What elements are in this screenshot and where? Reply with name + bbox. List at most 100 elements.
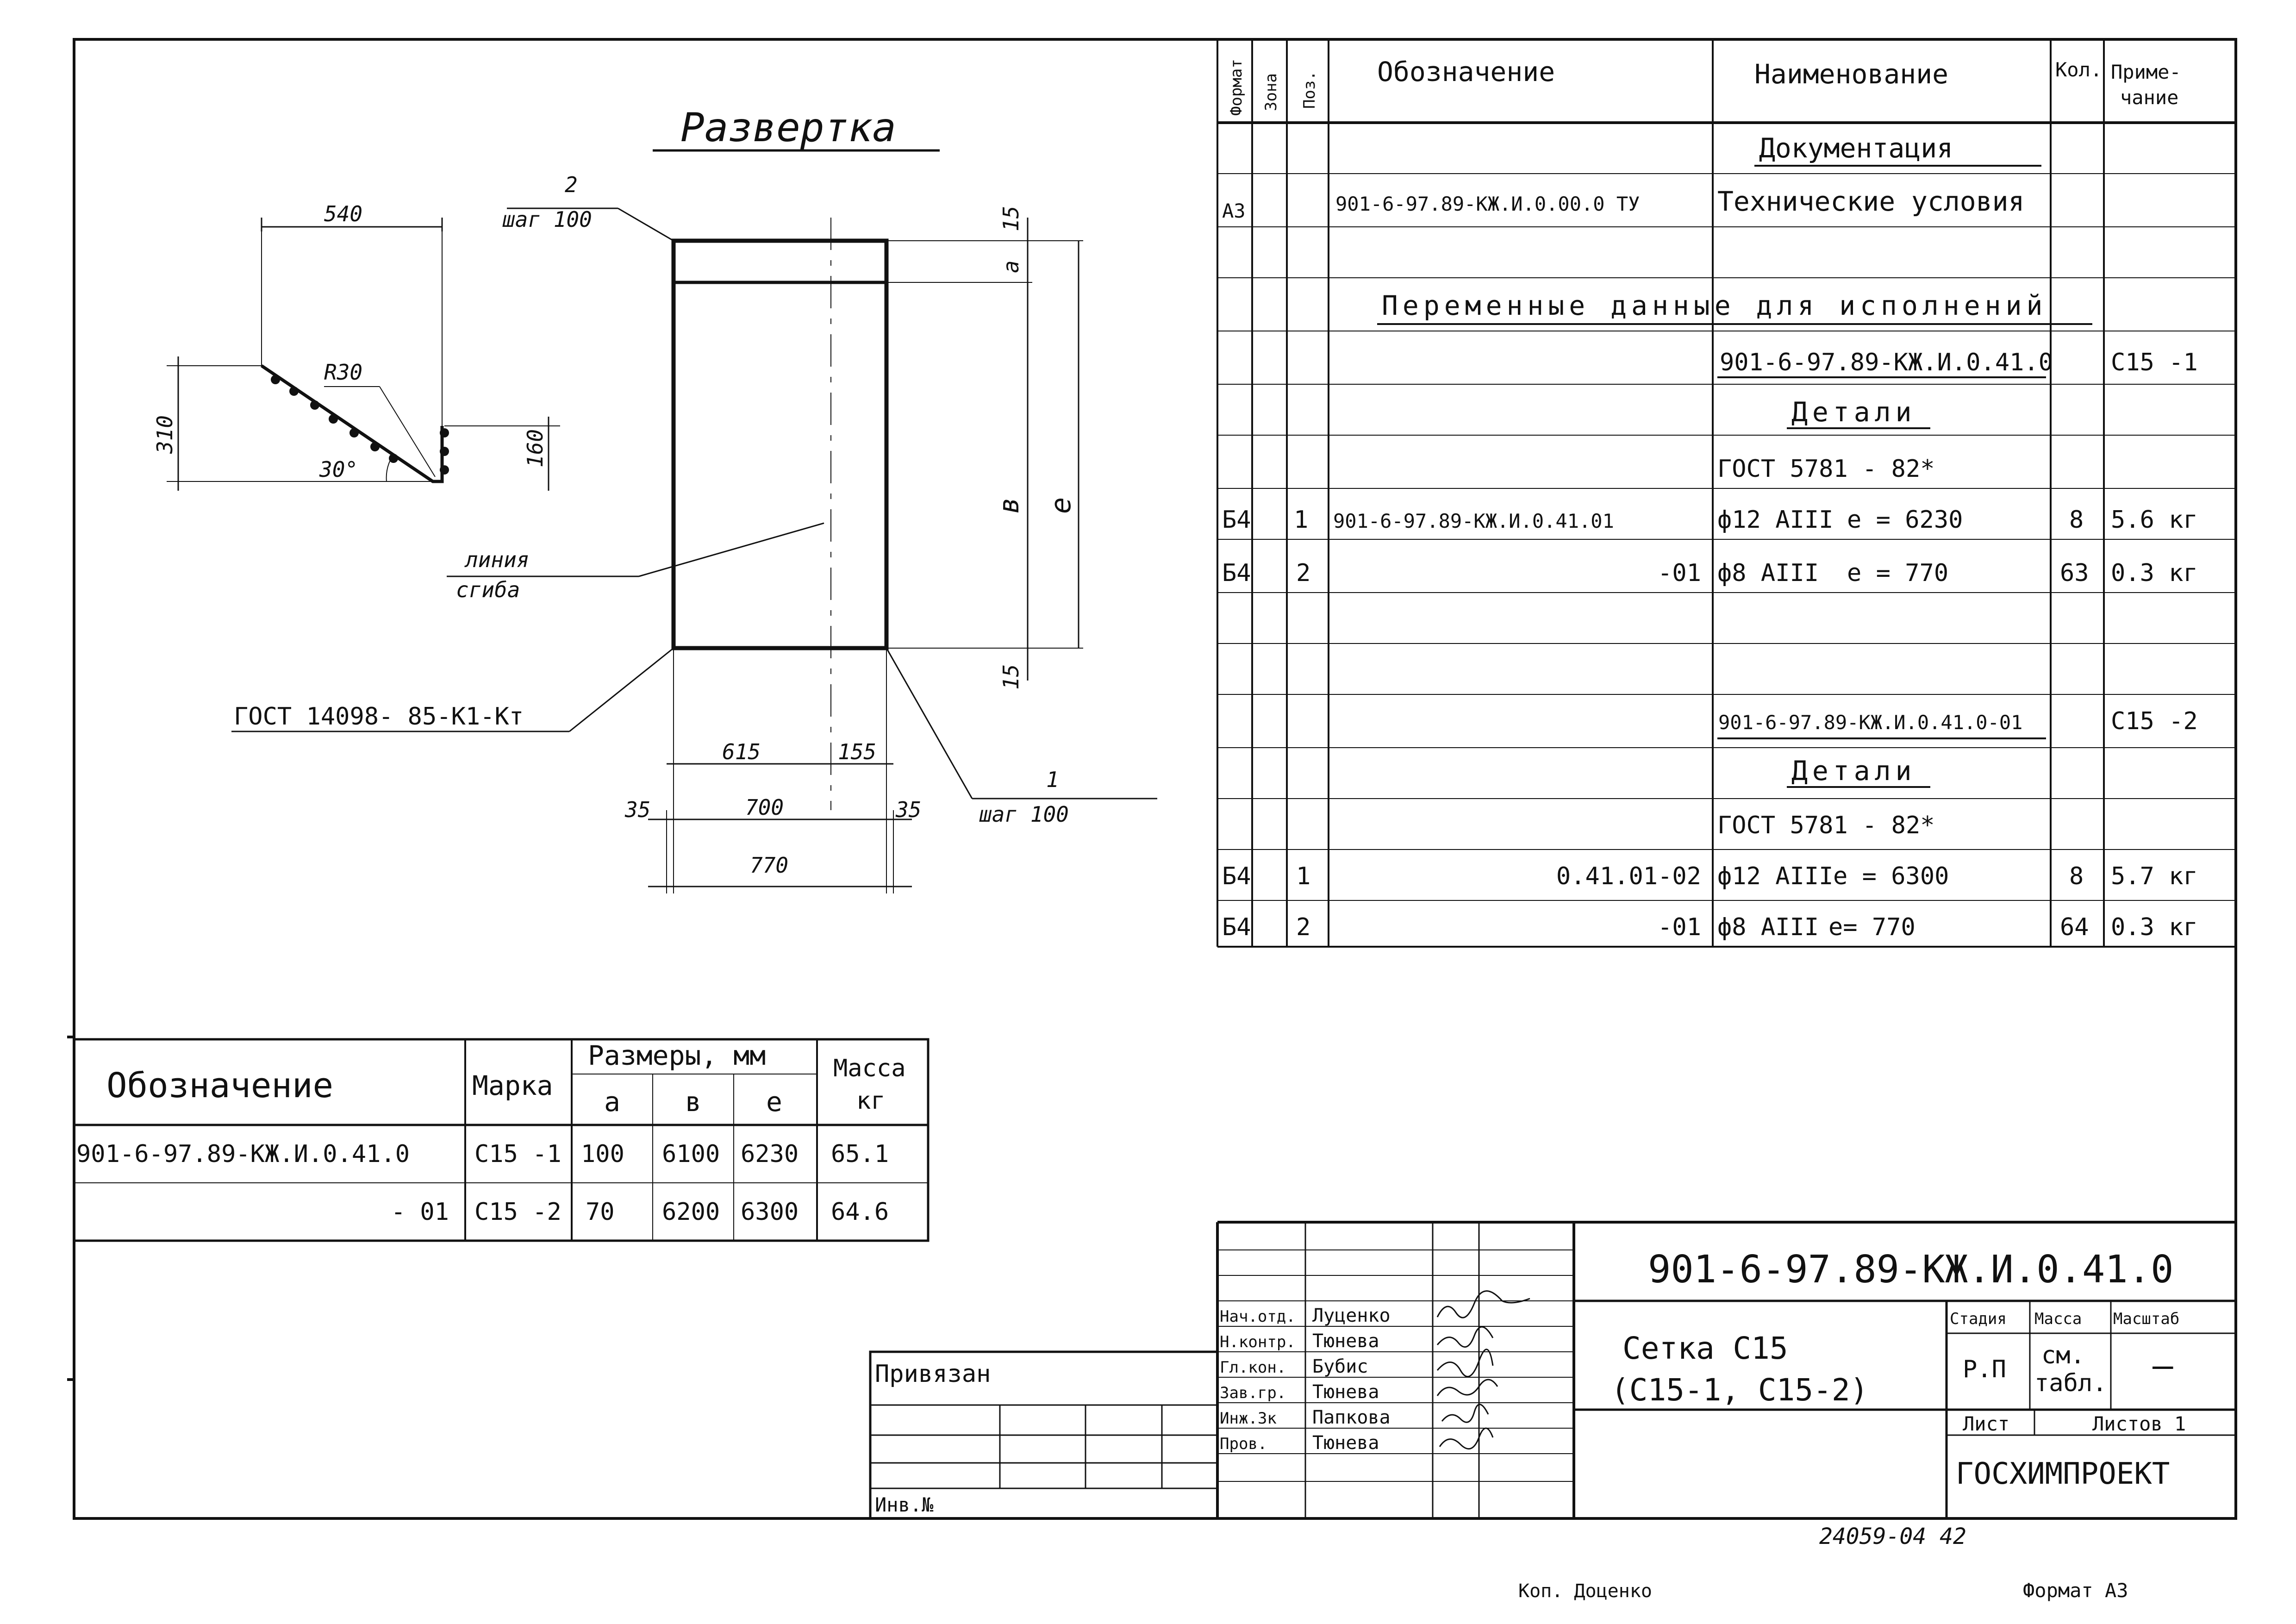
sheets-label: Листов 1 — [2092, 1412, 2186, 1435]
sheet-title: Сетка С15 — [1622, 1330, 1788, 1366]
spec-row-qty: 63 — [2060, 559, 2089, 587]
sheet-subtitle: (С15-1, С15-2) — [1611, 1372, 1868, 1408]
dim-35-right: 35 — [895, 797, 921, 822]
spec-row-pos: 2 — [1296, 559, 1310, 587]
dim-155: 155 — [838, 739, 876, 764]
spec-row-note: 5.7 кг — [2111, 862, 2198, 890]
callout-bend-line: линия — [464, 547, 529, 572]
name-norm-control: Тюнева — [1312, 1330, 1379, 1352]
scale-label: Масштаб — [2113, 1310, 2179, 1328]
spec-row-designation: -01 — [1658, 913, 1701, 941]
development-drawing: Развертка 540 — [152, 105, 1157, 893]
spec-row-variant2-note: С15 -2 — [2111, 707, 2198, 735]
spec-row-format: Б4 — [1222, 559, 1251, 587]
callout-pos2-step: шаг 100 — [502, 207, 592, 232]
mass-value: см. — [2041, 1342, 2085, 1369]
name-group-head: Тюнева — [1312, 1381, 1379, 1403]
name-chief-designer: Бубис — [1312, 1356, 1368, 1377]
sizes-header-b: в — [685, 1086, 701, 1118]
spec-row-variant1-note: С15 -1 — [2111, 349, 2198, 376]
title-block: 901-6-97.89-КЖ.И.0.41.0 Сетка С15 (С15-1… — [869, 1221, 2236, 1520]
spec-row-name: Технические условия — [1717, 186, 2024, 217]
spec-row-gost: ГОСТ 5781 - 82* — [1717, 812, 1935, 839]
specification-table: Формат Зона Поз. Обозначение Наименовани… — [1217, 39, 2236, 948]
sizes-row-e: 6300 — [741, 1198, 799, 1226]
spec-header-qty: Кол. — [2055, 58, 2102, 81]
spec-row-format: Б4 — [1222, 913, 1251, 941]
name-head-dept: Луценко — [1312, 1305, 1391, 1326]
organization-name: ГОСХИМПРОЕКТ — [1956, 1457, 2170, 1491]
spec-row-name: ф12 АIII — [1717, 862, 1833, 890]
spec-row-format: Б4 — [1222, 862, 1251, 890]
dim-b: в — [993, 497, 1025, 514]
spec-row-gost: ГОСТ 5781 - 82* — [1717, 455, 1935, 483]
role-chief-designer: Гл.кон. — [1220, 1358, 1286, 1377]
spec-header-note: Приме- — [2111, 61, 2181, 83]
spec-row-designation: 901-6-97.89-КЖ.И.0.41.01 — [1333, 510, 1614, 532]
dim-310: 310 — [152, 415, 177, 454]
spec-row-details: Детали — [1791, 396, 1916, 428]
name-engineer: Папкова — [1312, 1407, 1391, 1428]
sizes-row-designation: - 01 — [391, 1198, 449, 1226]
sizes-row-mark: С15 -2 — [474, 1198, 562, 1226]
sizes-header-mark: Марка — [472, 1070, 553, 1101]
stage-value: Р.П — [1963, 1355, 2006, 1383]
sizes-header-mass-unit: кг — [856, 1087, 886, 1115]
dim-15-bottom: 15 — [998, 664, 1023, 690]
sizes-table: Обозначение Марка Размеры, мм а в е Масс… — [73, 1038, 930, 1242]
role-head-dept: Нач.отд. — [1220, 1307, 1296, 1326]
dim-770: 770 — [750, 853, 788, 878]
dim-a: a — [998, 260, 1023, 273]
spec-header-zone: Зона — [1262, 73, 1280, 111]
spec-row-documentation: Документация — [1759, 132, 1953, 164]
callout-pos1-number: 1 — [1046, 767, 1059, 792]
role-checked: Пров. — [1220, 1435, 1267, 1453]
spec-row-pos: 2 — [1296, 913, 1310, 941]
privyazan-label: Привязан — [875, 1360, 991, 1388]
sizes-row-designation: 901-6-97.89-КЖ.И.0.41.0 — [76, 1140, 410, 1168]
callout-pos1-step: шаг 100 — [979, 802, 1069, 827]
inventory-number-label: Инв.№ — [875, 1493, 934, 1516]
mass-value-2: табл. — [2034, 1369, 2107, 1397]
drawing-title: Развертка — [680, 105, 896, 151]
spec-row-length: е= 770 — [1828, 913, 1915, 941]
spec-row-variant2-doc: 901-6-97.89-КЖ.И.0.41.0-01 — [1718, 711, 2022, 734]
spec-row-format: А3 — [1222, 200, 1246, 222]
spec-row-section-variable: Переменные данные для исполнений — [1382, 290, 2047, 321]
dim-700: 700 — [745, 795, 784, 820]
dim-15-top: 15 — [998, 206, 1023, 231]
spec-row-designation: -01 — [1658, 559, 1701, 587]
spec-row-details: Детали — [1791, 755, 1916, 787]
dim-160: 160 — [523, 429, 548, 468]
role-engineer: Инж.3к — [1220, 1409, 1277, 1428]
callout-gost-weld: ГОСТ 14098- 85-К1-Кт — [234, 703, 524, 731]
dim-r30: R30 — [324, 360, 362, 385]
mass-label: Масса — [2034, 1310, 2082, 1328]
spec-row-name: ф8 АIII — [1717, 559, 1819, 587]
callout-pos2-number: 2 — [565, 172, 578, 197]
spec-row-name: ф12 АIII — [1717, 506, 1833, 534]
sizes-header-a: а — [604, 1086, 620, 1118]
spec-row-qty: 8 — [2069, 506, 2084, 534]
footer-copied-by: Коп. Доценко — [1518, 1580, 1652, 1602]
stage-label: Стадия — [1950, 1310, 2007, 1328]
sizes-header-designation: Обозначение — [106, 1066, 333, 1106]
sizes-row-mass: 65.1 — [831, 1140, 889, 1168]
dim-615: 615 — [722, 739, 761, 764]
sizes-header-sizes: Размеры, мм — [588, 1040, 766, 1071]
spec-header-designation: Обозначение — [1377, 56, 1555, 87]
dim-540: 540 — [324, 201, 362, 226]
footer-reference: 24059-04 42 — [1819, 1524, 1966, 1549]
sheet-label: Лист — [1963, 1412, 2009, 1435]
scale-value: — — [2152, 1346, 2173, 1386]
spec-row-pos: 1 — [1296, 862, 1310, 890]
callout-bend-line-2: сгиба — [456, 577, 520, 602]
sizes-row-e: 6230 — [741, 1140, 799, 1168]
callout-lines — [231, 207, 1157, 800]
spec-row-qty: 64 — [2060, 913, 2089, 941]
spec-row-designation: 0.41.01-02 — [1556, 862, 1701, 890]
signatures — [1436, 1290, 1530, 1449]
footer-format: Формат А3 — [2023, 1579, 2128, 1602]
dim-e: е — [1045, 497, 1077, 514]
